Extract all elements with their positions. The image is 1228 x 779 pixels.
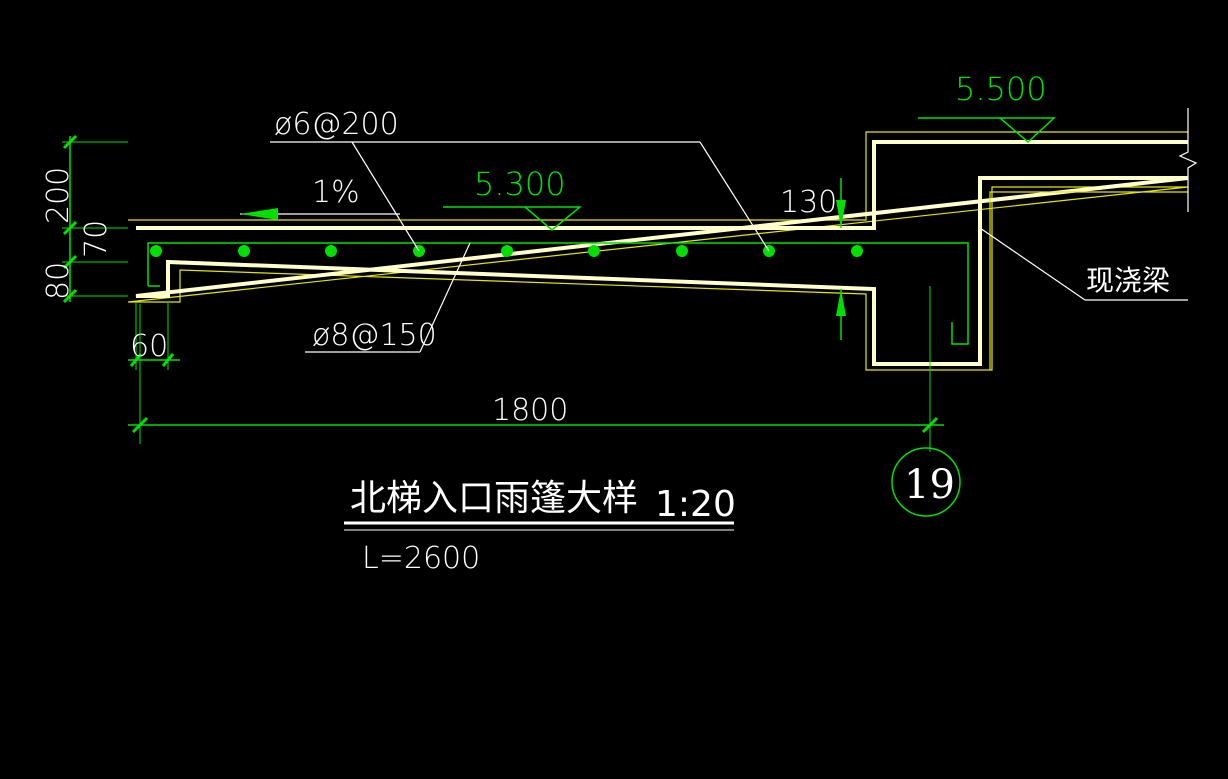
rebar-dot — [150, 245, 162, 257]
slope-text: 1% — [312, 175, 360, 210]
rebar-dot — [588, 245, 600, 257]
edge-thickness-text: 60 — [130, 329, 168, 364]
left-dim-200: 200 — [41, 167, 76, 224]
left-dim-80: 80 — [41, 262, 76, 300]
rebar-top-line — [147, 242, 969, 345]
elevation-slab-text: 5.300 — [474, 165, 566, 203]
thickness-130-text: 130 — [780, 185, 837, 220]
left-dim-70: 70 — [79, 220, 114, 258]
slope-arrow: 1% — [240, 175, 400, 220]
main-rebar-text: ø8@150 — [312, 318, 437, 353]
break-line — [1178, 108, 1198, 212]
rebar-dot — [238, 245, 250, 257]
detail-number-text: 19 — [904, 462, 955, 508]
dimension-1800 — [128, 286, 944, 452]
dimension-130: 130 — [780, 178, 846, 340]
overall-width-text: 1800 — [492, 393, 568, 428]
beam-inner-offset — [989, 191, 1188, 370]
leader-distribution-rebar: ø6@200 — [270, 107, 770, 252]
leader-beam: 现浇梁 — [979, 227, 1188, 301]
dimension-60 — [128, 302, 180, 370]
rebar-dot — [851, 245, 863, 257]
rebar-dot — [325, 245, 337, 257]
detail-number-bubble: 19 — [891, 447, 961, 517]
elevation-top-text: 5.500 — [955, 70, 1047, 108]
drawing-scale-text: 1:20 — [655, 484, 736, 525]
beam-label-text: 现浇梁 — [1086, 264, 1170, 297]
elevation-marker-top: 5.500 — [918, 70, 1056, 144]
distribution-rebar-text: ø6@200 — [274, 107, 399, 142]
rebar-dot — [501, 245, 513, 257]
concrete-section-outline — [135, 140, 1189, 366]
drawing-title-block: 北梯入口雨篷大样 1:20 L=2600 — [344, 478, 736, 576]
leader-main-rebar: ø8@150 — [305, 242, 471, 353]
distribution-rebar-dots — [150, 245, 863, 257]
left-dimension-chain — [62, 134, 128, 304]
elevation-marker-slab: 5.300 — [443, 165, 583, 231]
concrete-offset-outline — [127, 131, 1189, 371]
length-note-text: L=2600 — [362, 541, 480, 576]
rebar-dot — [676, 245, 688, 257]
drawing-title-text: 北梯入口雨篷大样 — [350, 478, 638, 519]
